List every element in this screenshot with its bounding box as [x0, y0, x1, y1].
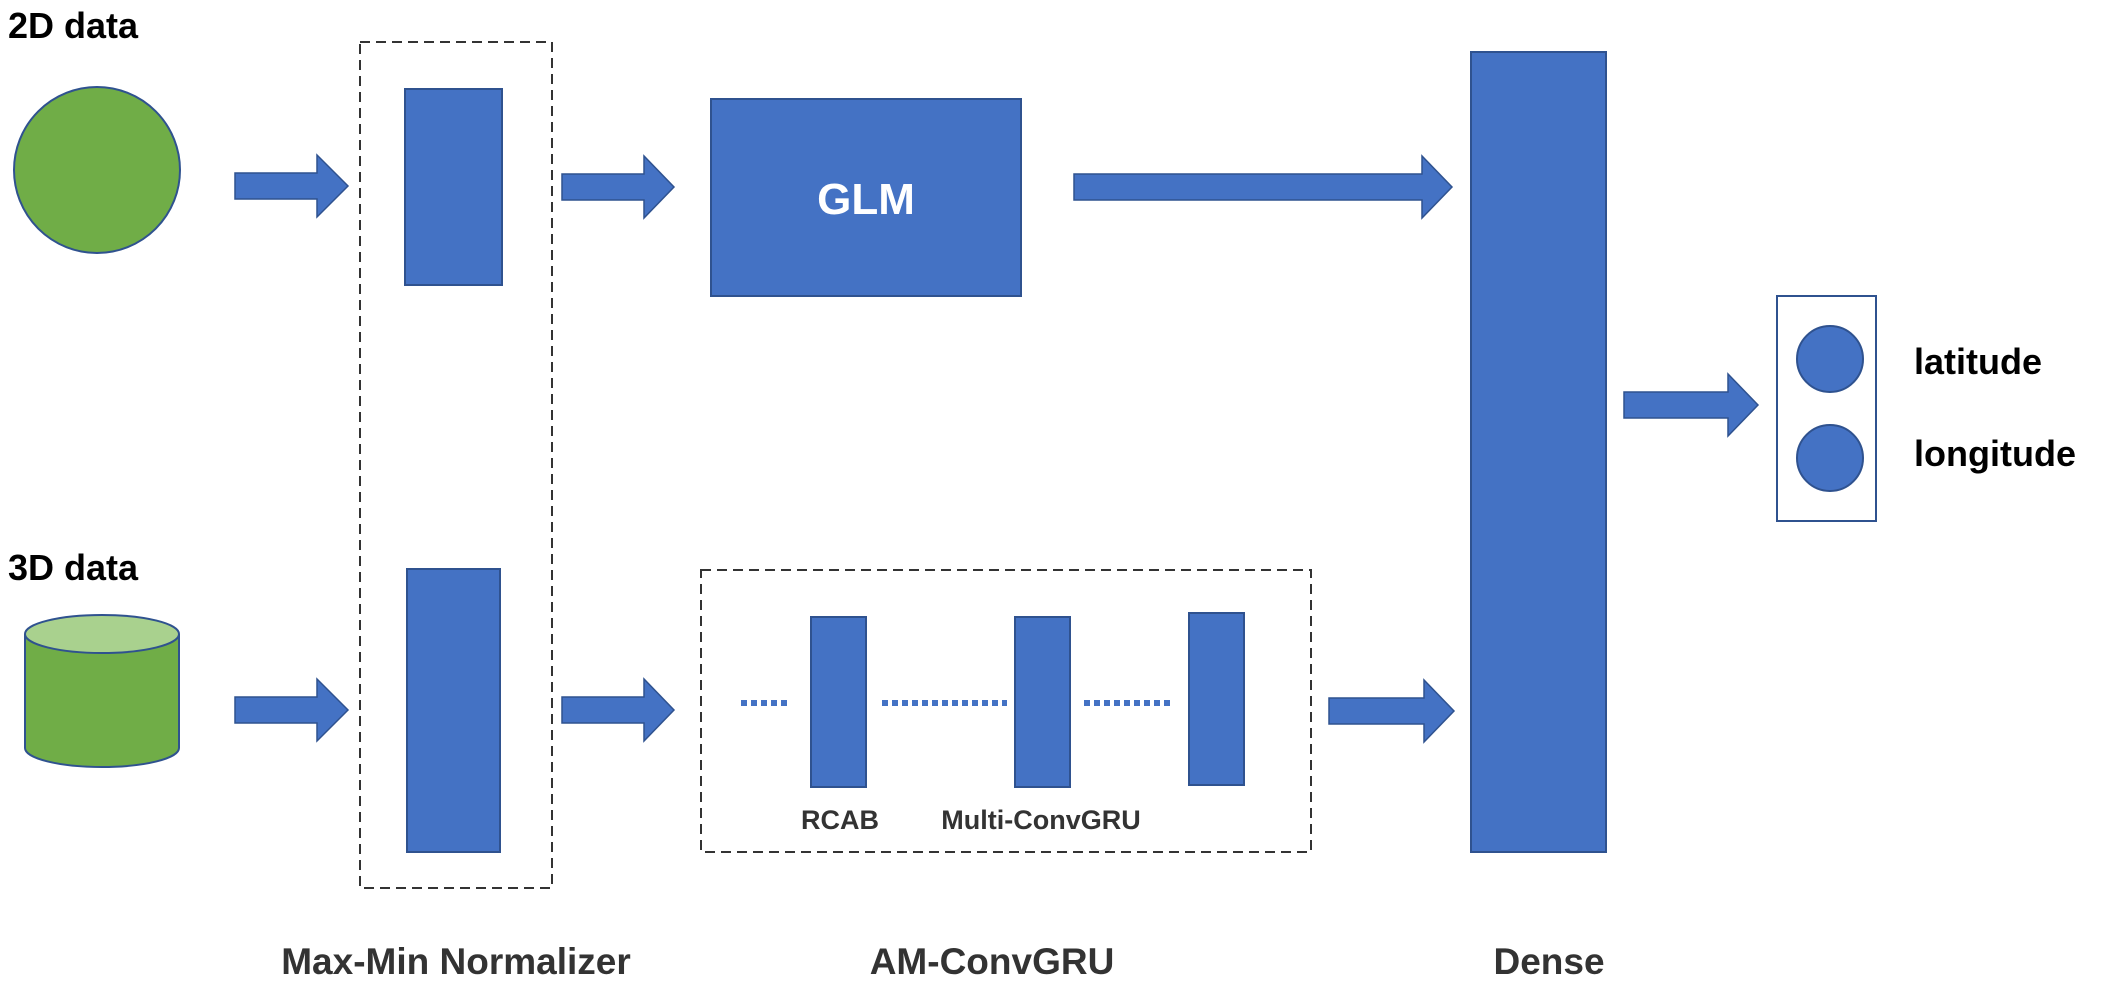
arrow-glm-to-dense	[1073, 154, 1454, 220]
dense-block	[1470, 51, 1607, 853]
amconvgru-container	[700, 569, 1312, 853]
rcab-block	[810, 616, 867, 788]
multi-convgru-label: Multi-ConvGRU	[941, 805, 1140, 835]
rcab-label: RCAB	[801, 805, 879, 835]
arrow-normalizer-to-amconvgru	[561, 677, 676, 743]
normalizer-block-3d	[406, 568, 501, 853]
latitude-label: latitude	[1914, 341, 2042, 382]
output-node-longitude	[1796, 424, 1864, 492]
multi-convgru-block	[1014, 616, 1071, 788]
arrow-amconvgru-to-dense	[1328, 678, 1456, 744]
glm-label: GLM	[817, 175, 915, 224]
arrow-2d-to-normalizer	[234, 153, 350, 219]
dense-stage-label: Dense	[1493, 941, 1604, 982]
amconvgru-output-block	[1188, 612, 1245, 786]
glm-block	[710, 98, 1022, 297]
arrow-normalizer-to-glm	[561, 154, 676, 220]
normalizer-block-2d	[404, 88, 503, 286]
amconvgru-stage-label: AM-ConvGRU	[870, 941, 1115, 982]
input-3d-cylinder	[24, 614, 180, 768]
input-2d-label: 2D data	[8, 5, 139, 46]
arrow-dense-to-output	[1623, 372, 1760, 438]
longitude-label: longitude	[1914, 433, 2076, 474]
output-node-latitude	[1796, 325, 1864, 393]
input-2d-circle	[13, 86, 181, 254]
normalizer-stage-label: Max-Min Normalizer	[281, 941, 631, 982]
normalizer-container	[359, 41, 553, 889]
arrow-3d-to-normalizer	[234, 677, 350, 743]
input-3d-label: 3D data	[8, 547, 139, 588]
